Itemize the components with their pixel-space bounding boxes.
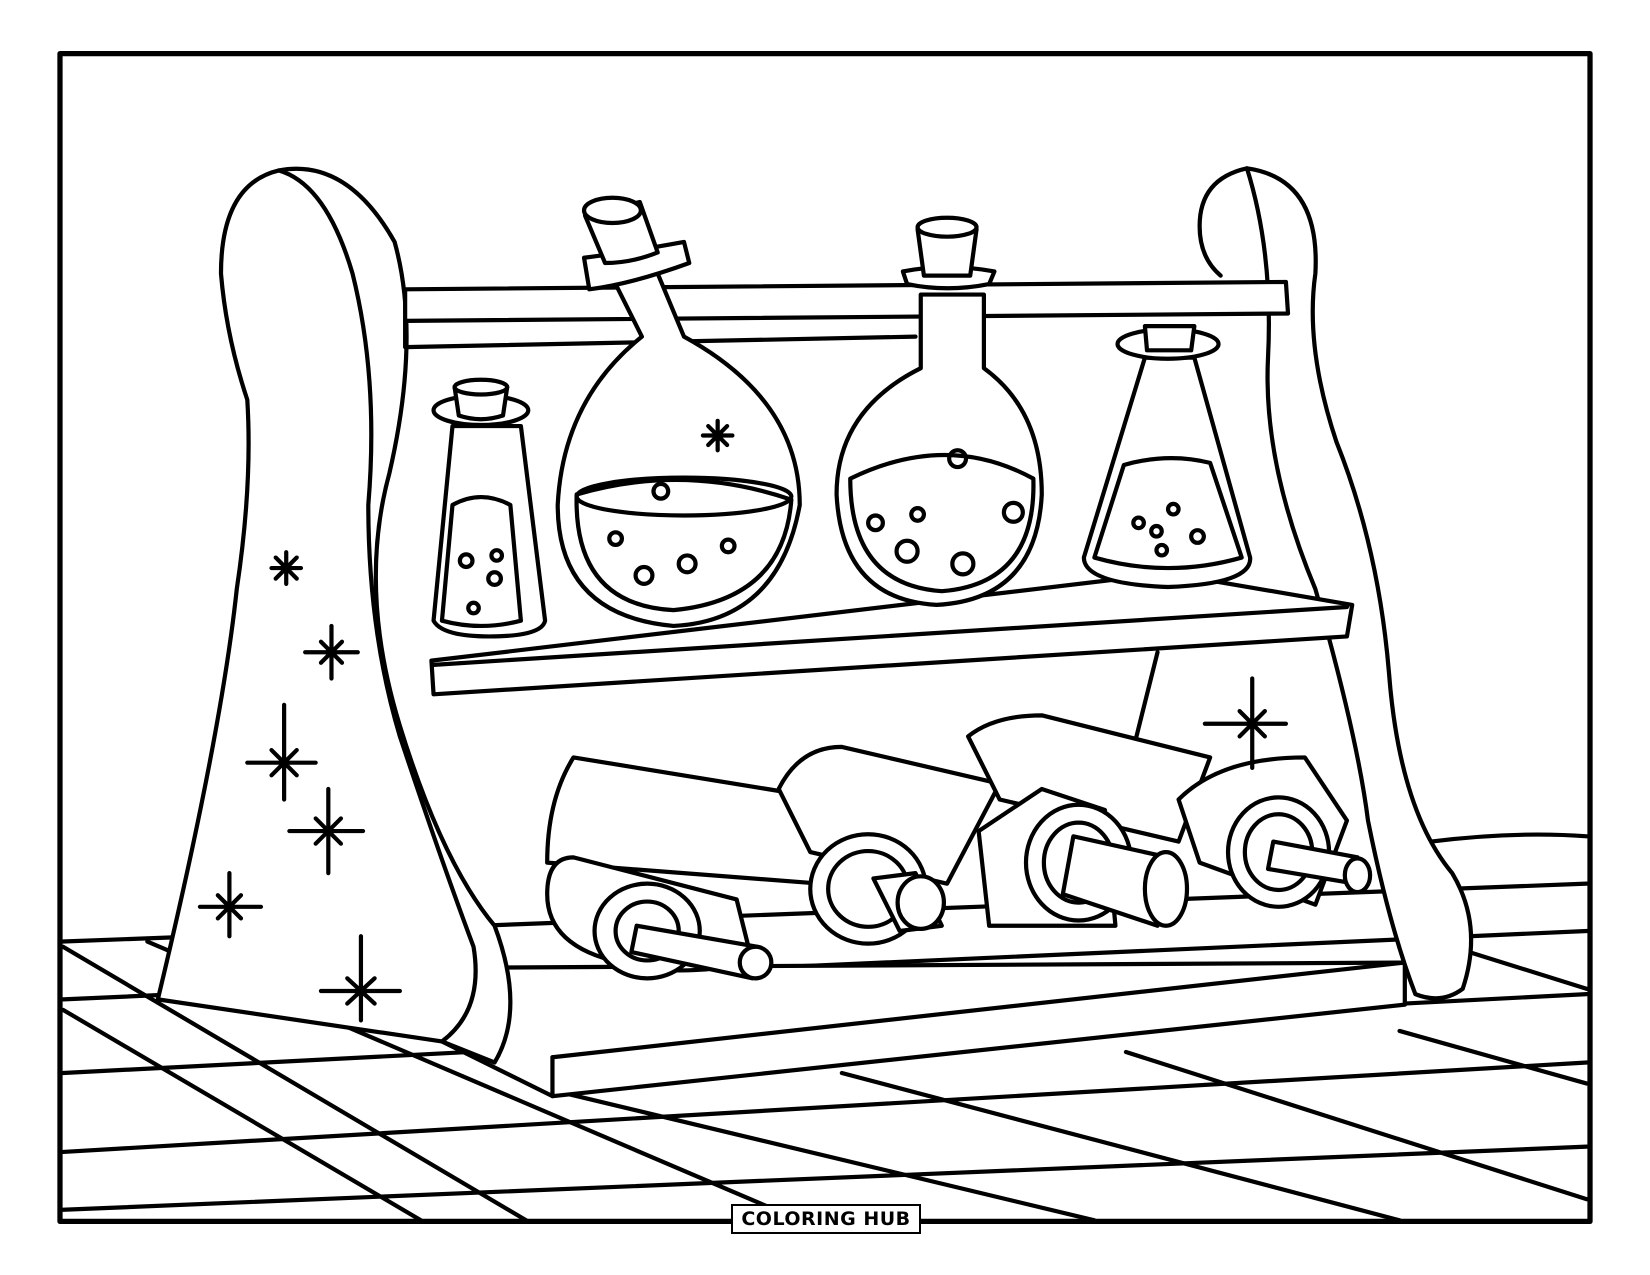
small-cork-bottle <box>431 377 548 639</box>
tiled-floor <box>61 832 1589 1223</box>
right-side-panel <box>1197 166 1474 1001</box>
scroll-2 <box>776 744 1002 946</box>
round-flask-left <box>555 195 802 629</box>
round-flask-right <box>834 215 1044 607</box>
brand-label: COLORING HUB <box>731 1204 921 1234</box>
scroll-1 <box>545 755 834 981</box>
scroll-4 <box>1176 755 1373 909</box>
sparkles <box>197 550 1289 1023</box>
shelf-base <box>439 960 1407 1099</box>
conical-flask <box>1081 324 1253 590</box>
middle-shelf <box>429 571 1355 739</box>
scroll-3 <box>966 713 1213 928</box>
